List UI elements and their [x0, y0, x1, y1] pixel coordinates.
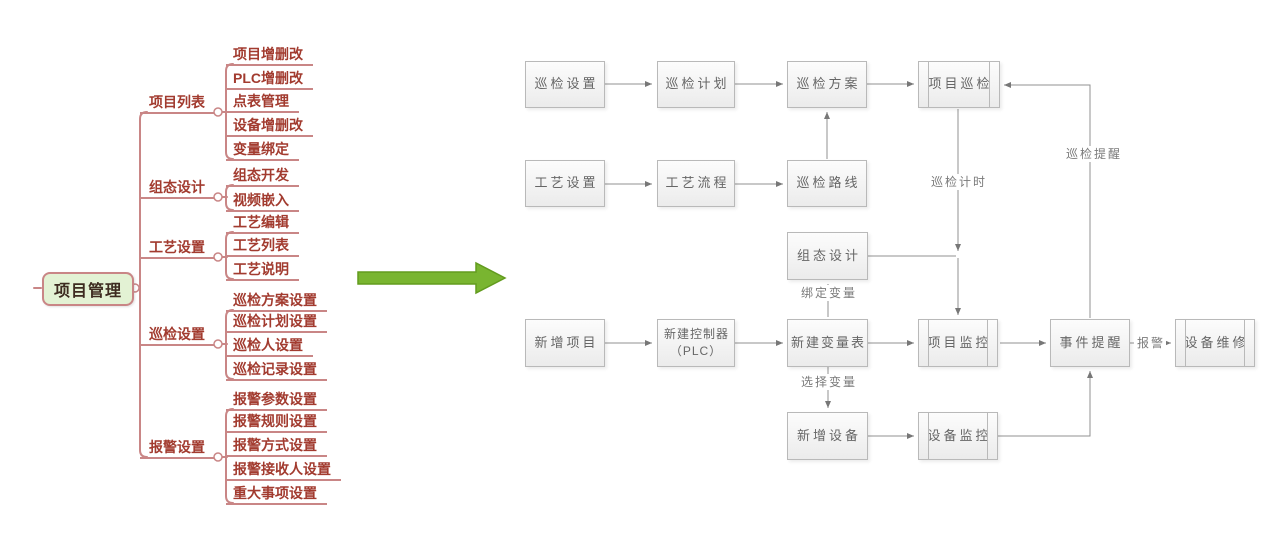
flow-node-device-monitor: 设备监控 [918, 412, 998, 460]
mindmap-leaf: 报警规则设置 [226, 411, 327, 433]
mindmap-leaf: 重大事项设置 [226, 483, 327, 505]
mindmap-leaf: 点表管理 [226, 91, 299, 113]
mindmap-root-project-management: 项目管理 [42, 272, 134, 306]
mindmap-leaf: 巡检人设置 [226, 335, 313, 357]
mindmap-branch-config-design: 组态设计 [140, 177, 214, 199]
flow-node-project-inspect: 项目巡检 [918, 61, 1000, 108]
edge-label-alarm: 报警 [1134, 335, 1166, 351]
mindmap-leaf: 工艺列表 [226, 235, 299, 257]
flow-node-inspect-route: 巡检路线 [787, 160, 867, 207]
edge-label-select-var: 选择变量 [797, 374, 859, 390]
flow-node-inspect-plan: 巡检计划 [657, 61, 735, 108]
flow-node-config-design: 组态设计 [787, 232, 868, 280]
flow-node-new-controller-plc: 新建控制器 （PLC） [657, 319, 735, 367]
flow-node-event-remind: 事件提醒 [1050, 319, 1130, 367]
mindmap-leaf: 报警方式设置 [226, 435, 327, 457]
mindmap-leaf: 项目增删改 [226, 44, 313, 66]
flow-node-inspect-settings: 巡检设置 [525, 61, 605, 108]
mindmap-leaf: 巡检记录设置 [226, 359, 327, 381]
edge-label-inspect-remind: 巡检提醒 [1062, 146, 1124, 162]
flow-node-project-monitor: 项目监控 [918, 319, 998, 367]
edge-label-bind-var: 绑定变量 [797, 285, 859, 301]
mindmap-leaf: 视频嵌入 [226, 190, 299, 212]
mindmap-leaf: PLC增删改 [226, 68, 313, 90]
mindmap-branch-inspect-setting: 巡检设置 [140, 324, 214, 346]
mindmap-leaf: 工艺说明 [226, 259, 299, 281]
mindmap-leaf: 设备增删改 [226, 115, 313, 137]
flow-node-new-device: 新增设备 [787, 412, 868, 460]
mindmap-leaf: 巡检方案设置 [226, 290, 327, 312]
mindmap-leaf: 变量绑定 [226, 139, 299, 161]
mindmap-leaf: 巡检计划设置 [226, 311, 327, 333]
mindmap-leaf: 组态开发 [226, 165, 299, 187]
flow-node-device-repair: 设备维修 [1175, 319, 1255, 367]
mindmap-leaf: 报警参数设置 [226, 389, 327, 411]
flow-node-new-var-table: 新建变量表 [787, 319, 868, 367]
flow-node-process-settings: 工艺设置 [525, 160, 605, 207]
flow-node-new-project: 新增项目 [525, 319, 605, 367]
edge-label-inspect-timing: 巡检计时 [927, 174, 989, 190]
mindmap-leaf: 工艺编辑 [226, 212, 299, 234]
mindmap-branch-process-setting: 工艺设置 [140, 237, 214, 259]
mindmap-branch-project-list: 项目列表 [140, 92, 214, 114]
flow-node-process-flow: 工艺流程 [657, 160, 735, 207]
flow-node-inspect-scheme: 巡检方案 [787, 61, 867, 108]
mindmap-leaf: 报警接收人设置 [226, 459, 341, 481]
mindmap-branch-alarm-setting: 报警设置 [140, 437, 214, 459]
